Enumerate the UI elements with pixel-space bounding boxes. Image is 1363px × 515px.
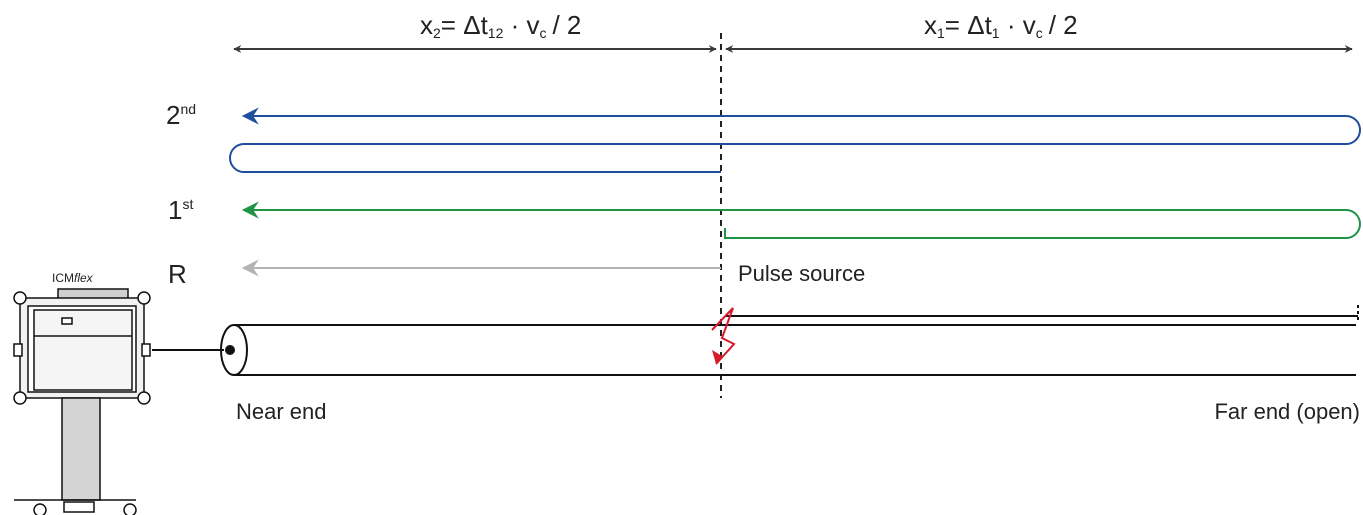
reference-pulse-path [241, 259, 721, 277]
pulse-source-label: Pulse source [738, 261, 865, 286]
first-reflection-label: 1st [168, 195, 193, 225]
second-reflection-path [229, 107, 1361, 173]
cable [220, 305, 1359, 376]
reference-label: R [168, 259, 187, 289]
x2-formula: x2= Δt12 · vc/ 2 [420, 10, 581, 41]
icm-device-icon [13, 288, 151, 515]
fault-lightning-arrowhead [712, 350, 722, 364]
first-reflection-path [241, 201, 1361, 239]
x1-formula: x1= Δt1 · vc/ 2 [924, 10, 1078, 41]
near-end-label: Near end [236, 399, 327, 424]
second-reflection-label: 2nd [166, 100, 196, 130]
fault-lightning-icon [711, 307, 736, 365]
far-end-label: Far end (open) [1214, 399, 1360, 424]
device-name-label: ICMflex [52, 271, 94, 285]
cable-end-cap [1356, 322, 1363, 378]
